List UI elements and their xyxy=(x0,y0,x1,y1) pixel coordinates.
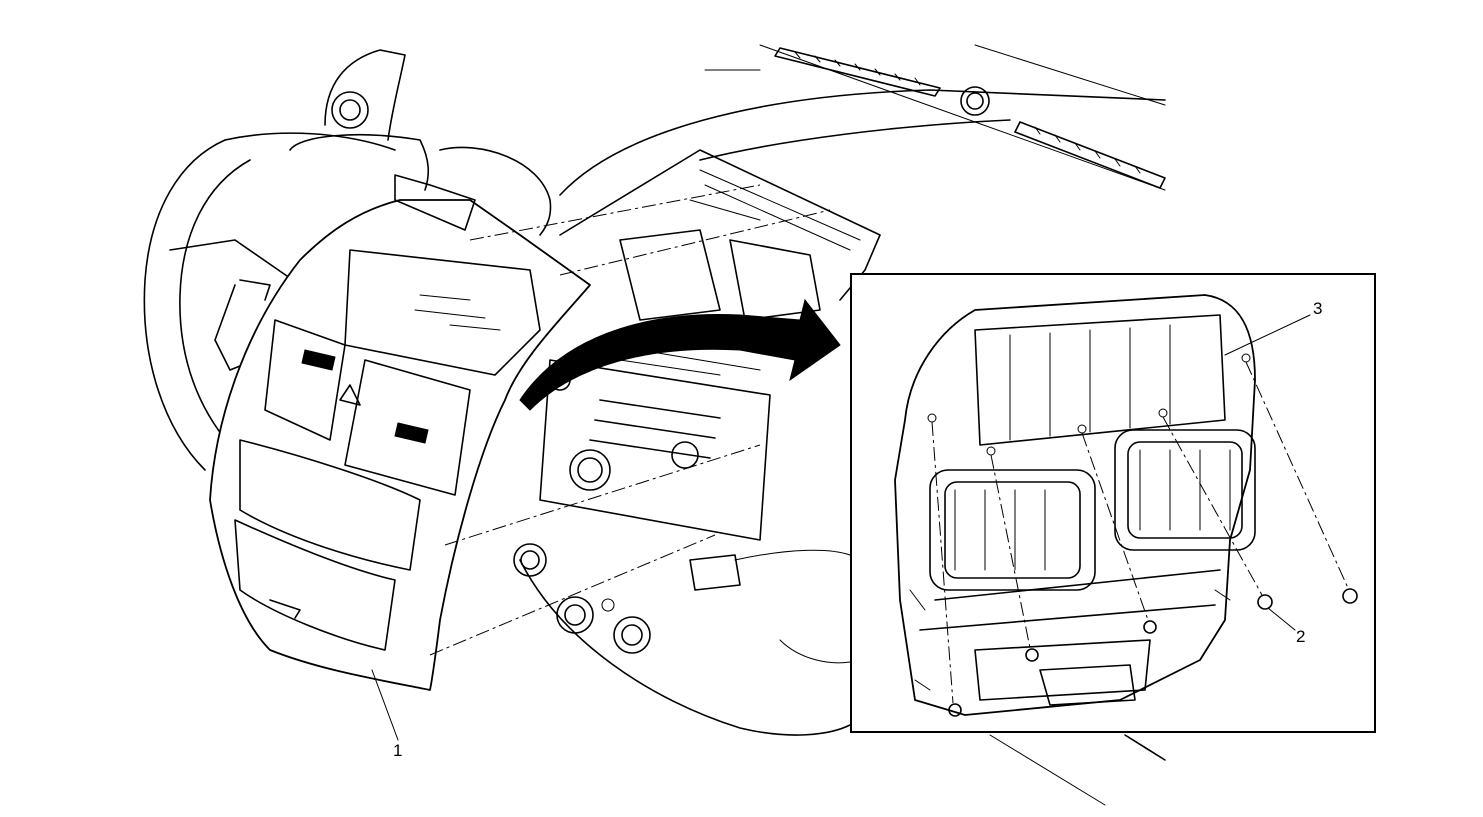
radio-unit xyxy=(539,349,771,541)
callout-label-3: 3 xyxy=(1313,299,1323,318)
alignment-leaders xyxy=(429,184,831,656)
callout-3-leader xyxy=(1224,314,1311,356)
gauge-pod xyxy=(324,49,406,141)
steering-wheel xyxy=(143,132,552,471)
center-stack-cavity xyxy=(559,149,881,321)
defroster-vent-left xyxy=(774,47,941,97)
callout-2-leader xyxy=(1267,607,1296,631)
hvac-controls xyxy=(513,543,741,654)
removal-arrow xyxy=(519,298,841,411)
bezel-rear-view xyxy=(894,294,1256,716)
callout-label-1: 1 xyxy=(393,741,403,760)
callout-label-2: 2 xyxy=(1296,627,1306,646)
center-bezel-part-1 xyxy=(209,174,591,691)
fastener-leaders xyxy=(931,361,1349,704)
callout-1-leader xyxy=(371,669,399,741)
sensor-ring xyxy=(960,86,990,116)
defroster-vent-right xyxy=(1014,121,1166,189)
detail-inset xyxy=(850,273,1376,733)
